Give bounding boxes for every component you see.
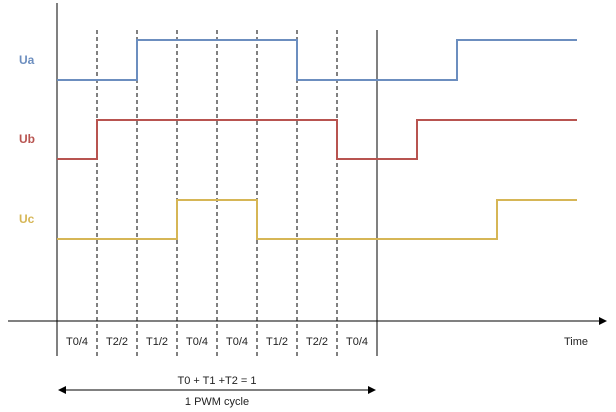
duty-equation: T0 + T1 +T2 = 1 <box>178 375 257 387</box>
signal-trace-ub <box>57 119 577 160</box>
signal-label-uc: Uc <box>19 212 35 226</box>
signal-label-ub: Ub <box>19 132 35 146</box>
signal-trace-ua <box>57 39 577 81</box>
segment-labels: T0/4 T2/2 T1/2 T0/4 T0/4 T1/2 T2/2 T0/4 <box>66 336 368 348</box>
segment-label: T1/2 <box>266 336 288 348</box>
signal-label-ua: Ua <box>19 53 35 67</box>
segment-label: T0/4 <box>346 336 368 348</box>
time-axis-label: Time <box>564 336 588 348</box>
segment-label: T2/2 <box>306 336 328 348</box>
cycle-label: 1 PWM cycle <box>185 396 249 408</box>
segment-label: T0/4 <box>66 336 88 348</box>
segment-label: T0/4 <box>186 336 208 348</box>
segment-label: T1/2 <box>146 336 168 348</box>
segment-dividers <box>96 30 338 356</box>
segment-label: T0/4 <box>226 336 248 348</box>
signal-trace-uc <box>57 199 577 240</box>
segment-label: T2/2 <box>106 336 128 348</box>
